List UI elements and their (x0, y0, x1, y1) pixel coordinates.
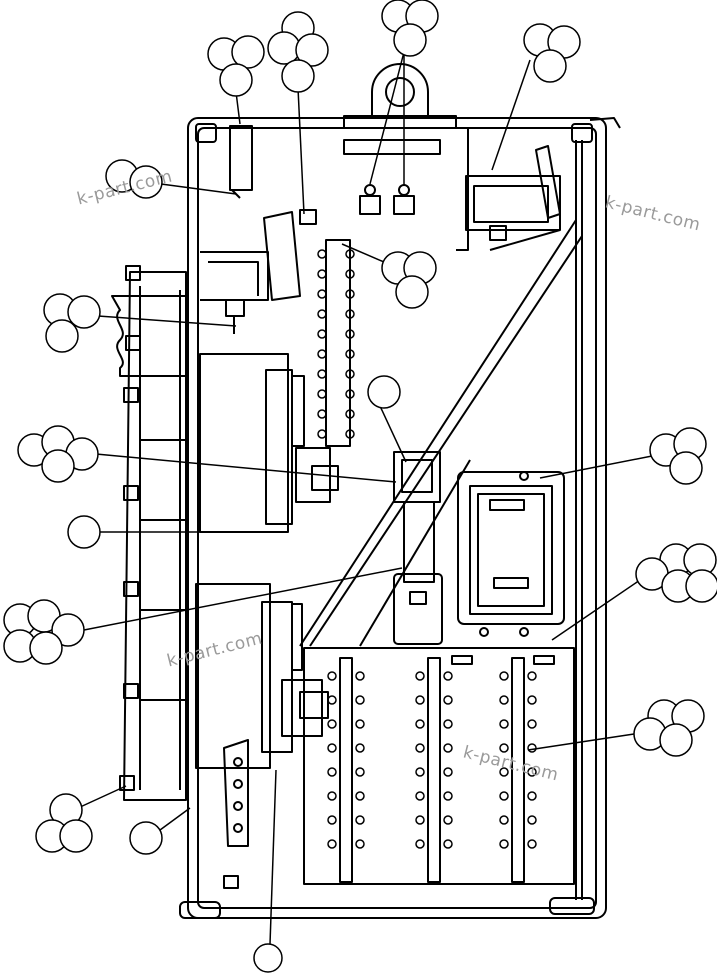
center-component (393, 451, 443, 645)
rail-bolts (119, 265, 141, 791)
upper-bracket (200, 125, 317, 334)
enclosure (179, 117, 621, 919)
c-left-bracket (43, 293, 101, 353)
left-blocks (195, 353, 339, 769)
side-rail (111, 265, 187, 801)
upper-right-bracket (456, 127, 561, 251)
top-relays (343, 139, 441, 215)
c-left-mid (17, 425, 99, 483)
c-bottom-left (35, 793, 93, 853)
c-left-single (67, 515, 101, 549)
control-unit (457, 471, 565, 637)
c-top-left-2 (267, 11, 329, 93)
c-right-terminal (633, 699, 705, 757)
callout-bubbles (3, 0, 717, 973)
c-top-left (207, 35, 265, 97)
c-upper-left (105, 159, 163, 199)
c-top-center (381, 0, 439, 57)
bottom-bracket (223, 739, 249, 889)
c-right-lower (635, 543, 717, 603)
c-right-unit (649, 427, 707, 485)
c-terminal-top (381, 251, 437, 309)
upper-terminal-strip (317, 239, 355, 447)
leader-lines (77, 51, 653, 945)
c-bottom-center (253, 943, 283, 973)
lower-terminal-area (303, 647, 575, 885)
c-left-lower (3, 599, 85, 665)
c-center-single (367, 375, 401, 409)
c-top-right (523, 23, 581, 83)
c-bottom-single (129, 821, 163, 855)
